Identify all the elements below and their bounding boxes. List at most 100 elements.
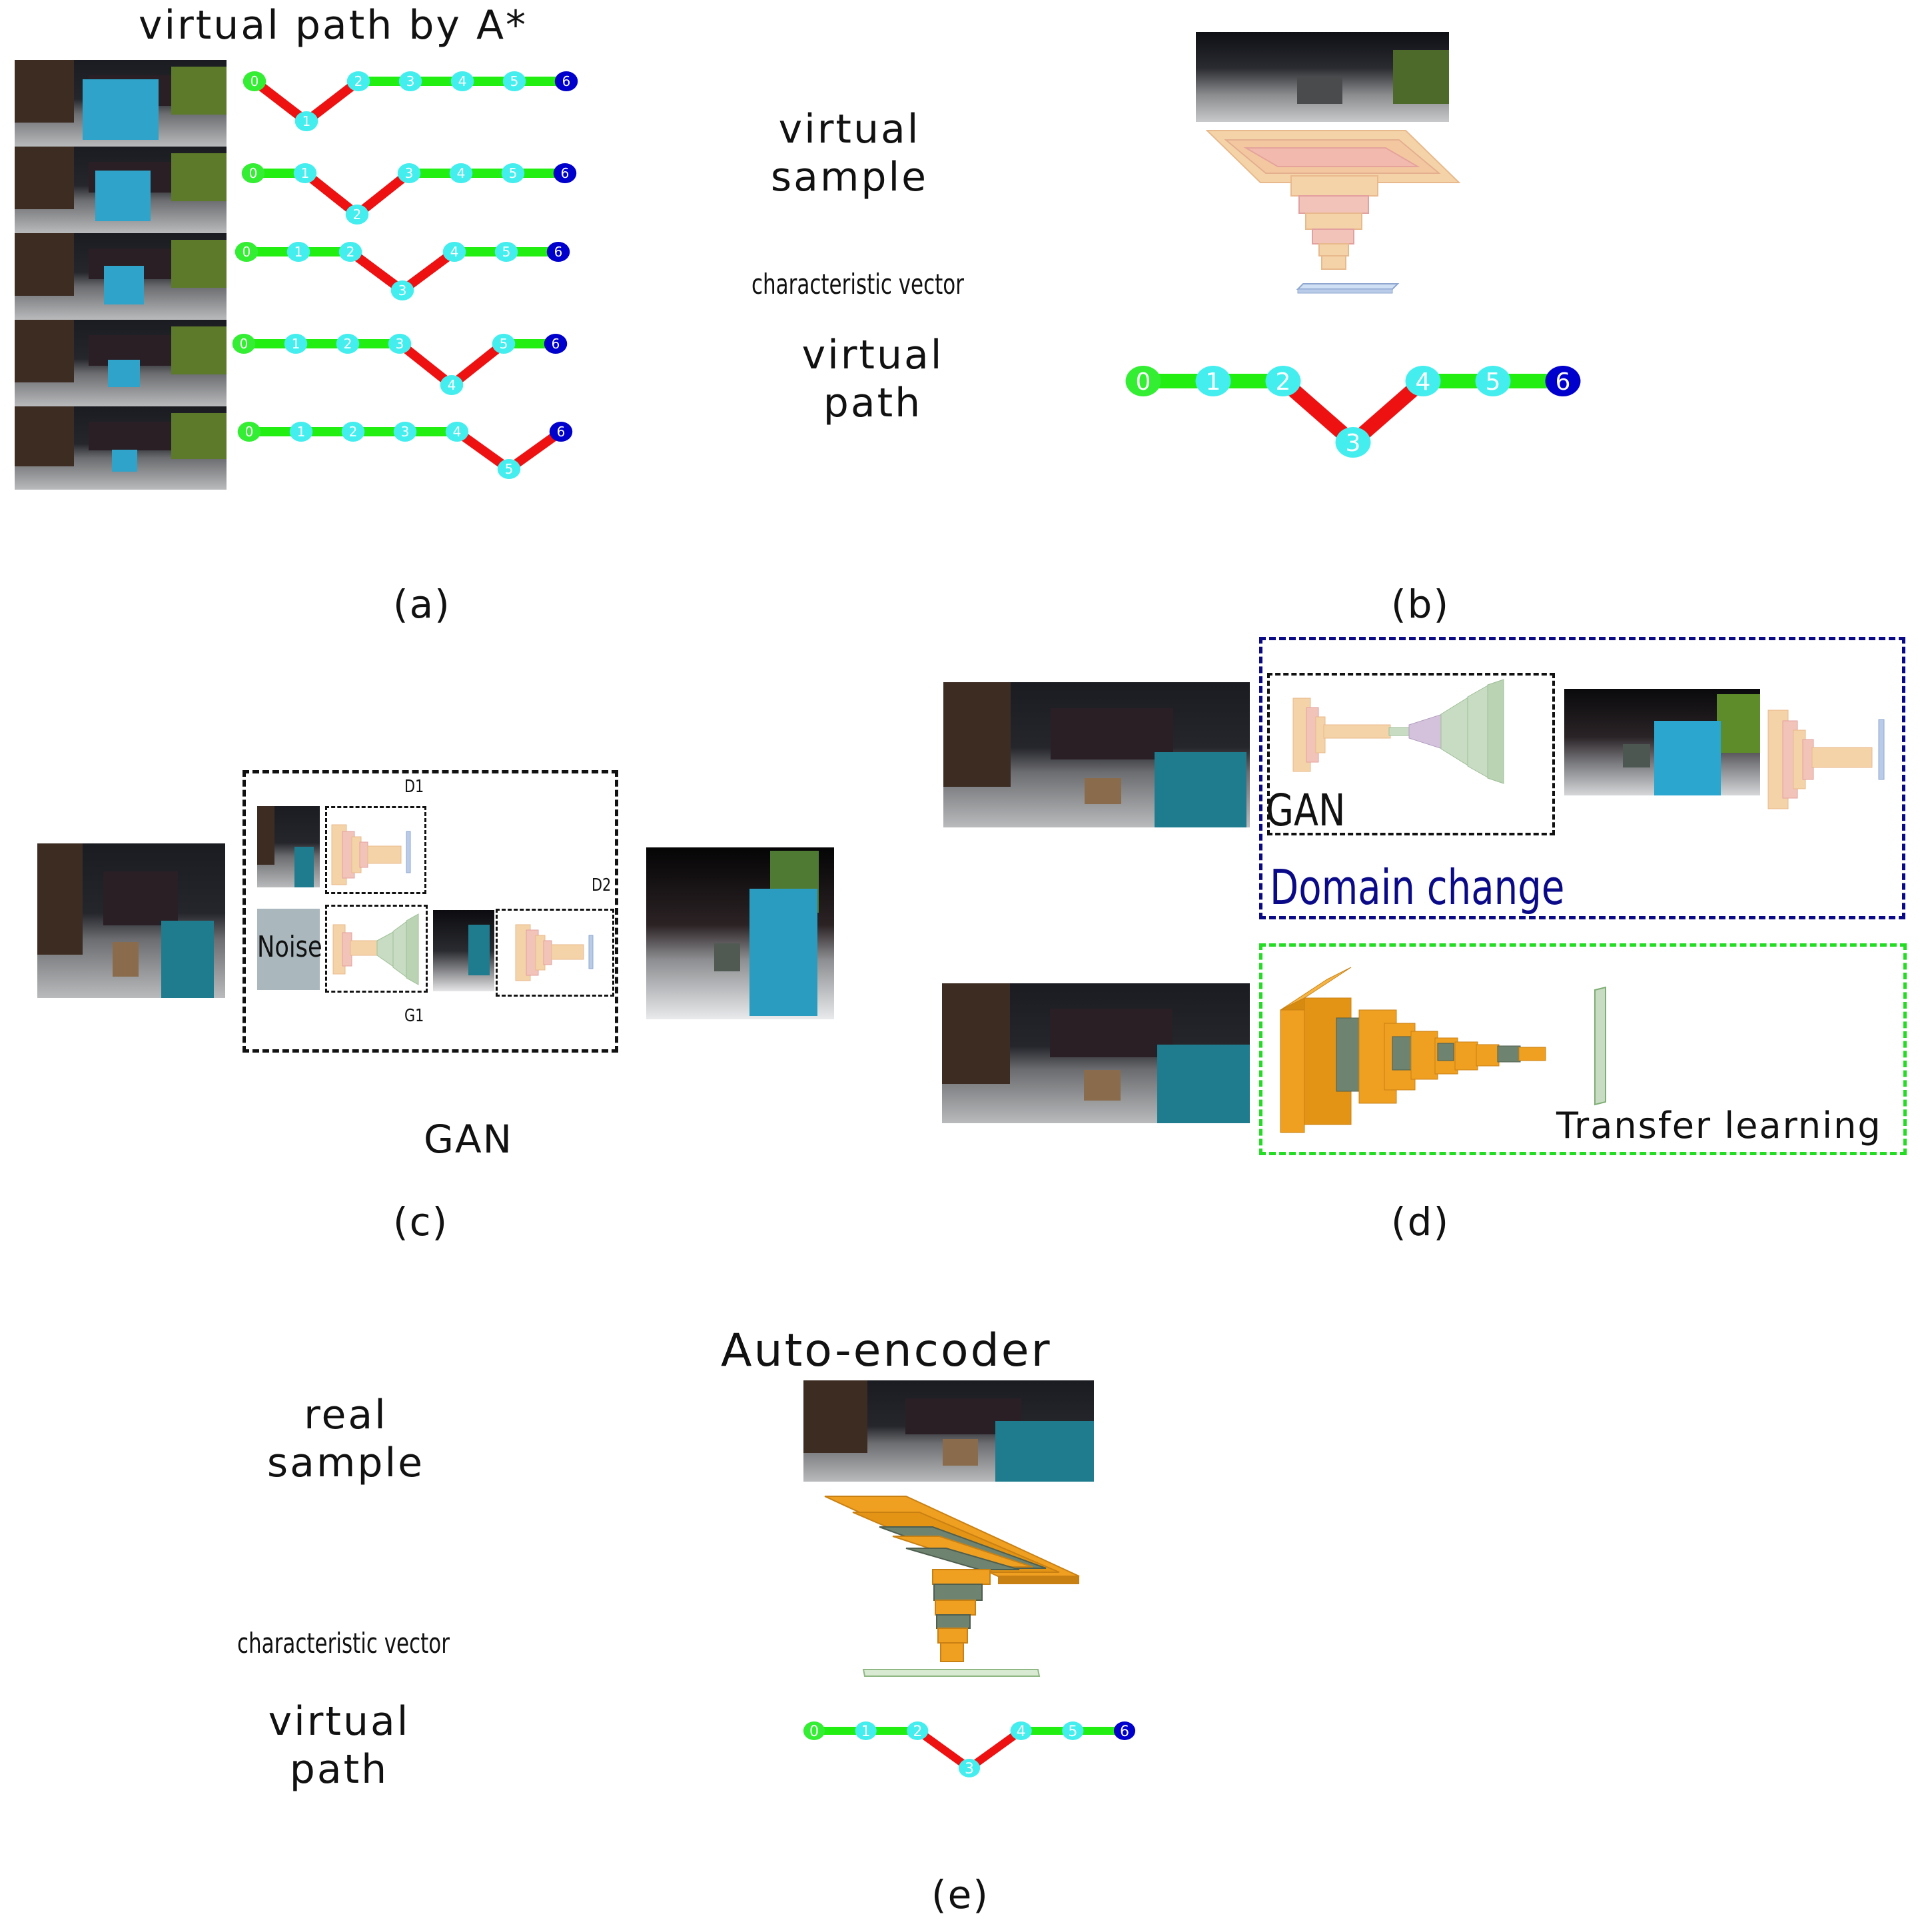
panel-a-path-1-node-label-0: 0 xyxy=(250,73,259,89)
panel-a-title: virtual path by A* xyxy=(138,2,528,49)
panel-a-path-2-node-label-5: 5 xyxy=(509,165,518,181)
panel-a-path-1-node-label-1: 1 xyxy=(302,113,311,129)
panel-a-path-5-node-4: 4 xyxy=(445,422,469,442)
panel-b-characteristic-vector-label: characteristic vector xyxy=(751,268,964,300)
panel-b-path-node-5: 5 xyxy=(1475,366,1511,396)
panel-b-path-node-0: 0 xyxy=(1125,366,1161,396)
panel-b-virtual-sample-image xyxy=(1196,32,1449,122)
panel-a-path-5-node-label-0: 0 xyxy=(245,424,254,440)
panel-e-path-node-0: 0 xyxy=(803,1721,825,1740)
panel-c-generated-image xyxy=(433,910,494,991)
panel-d-gan-box xyxy=(1267,673,1555,835)
panel-d-classifier-network-pale xyxy=(1767,710,1885,809)
panel-a-path-2-node-label-6: 6 xyxy=(561,165,570,181)
panel-a-path-5-node-label-1: 1 xyxy=(297,424,306,440)
panel-a-path-1-node-label-6: 6 xyxy=(562,73,571,89)
panel-c-noise-label: Noise xyxy=(257,930,322,964)
panel-c-g1-label: G1 xyxy=(404,1006,424,1026)
panel-a-path-5-node-1: 1 xyxy=(289,422,313,442)
sample-frame-1 xyxy=(15,60,227,147)
panel-e-caption: (e) xyxy=(931,1872,989,1917)
panel-a-path-4-edge-3 xyxy=(395,339,456,390)
panel-e-path-node-1: 1 xyxy=(855,1721,877,1740)
panel-a-path-5-node-label-2: 2 xyxy=(349,424,358,440)
panel-e-path-node-4: 4 xyxy=(1010,1721,1032,1740)
panel-e-characteristic-vector-label: characteristic vector xyxy=(237,1627,450,1660)
panel-a-path-2-node-4: 4 xyxy=(449,163,473,183)
panel-a-path-3-node-label-1: 1 xyxy=(294,244,303,260)
panel-a-path-2-node-label-2: 2 xyxy=(353,207,362,223)
panel-c-g1-box xyxy=(325,905,428,993)
panel-c-input-image xyxy=(37,843,225,998)
panel-c-output-image xyxy=(646,847,834,1019)
panel-a-path-4-node-label-4: 4 xyxy=(448,377,456,393)
panel-d-transfer-learning-box xyxy=(1259,943,1907,1155)
panel-a-path-3-node-label-5: 5 xyxy=(502,244,511,260)
panel-a-path-4-node-6: 6 xyxy=(544,334,568,354)
panel-a-path-1-node-6: 6 xyxy=(554,71,578,91)
panel-e-virtual-path-label: virtual path xyxy=(268,1698,410,1793)
sample-frame-5 xyxy=(15,406,227,490)
panel-a-path-4-node-1: 1 xyxy=(284,334,308,354)
panel-e-path-edge-2 xyxy=(913,1727,973,1772)
panel-e-path-node-label-5: 5 xyxy=(1068,1723,1077,1740)
panel-a-path-2-edge-2 xyxy=(352,169,414,219)
panel-d-input-image-bottom xyxy=(942,983,1250,1123)
panel-a-path-3-node-label-3: 3 xyxy=(398,282,407,298)
panel-b-path-node-1: 1 xyxy=(1195,366,1231,396)
panel-b-path-node-3: 3 xyxy=(1335,427,1371,458)
panel-a-path-4-node-3: 3 xyxy=(388,334,412,354)
panel-a-path-5-node-2: 2 xyxy=(341,422,365,442)
panel-a-path-2-node-5: 5 xyxy=(501,163,525,183)
panel-a-path-3-node-3: 3 xyxy=(390,280,414,300)
panel-a-path-2-node-label-0: 0 xyxy=(249,165,258,181)
panel-a-path-2-node-1: 1 xyxy=(293,163,317,183)
panel-e-real-sample-label: real sample xyxy=(266,1392,425,1486)
panel-b-path-node-label-5: 5 xyxy=(1486,368,1501,396)
panel-c-g1-network xyxy=(332,913,419,985)
panel-a-path-1-node-3: 3 xyxy=(398,71,422,91)
panel-e-path-node-label-1: 1 xyxy=(861,1723,871,1740)
panel-a-path-2-node-3: 3 xyxy=(397,163,421,183)
panel-e-path-node-label-0: 0 xyxy=(809,1723,819,1740)
panel-c-noise-box xyxy=(257,909,320,990)
sample-frame-4 xyxy=(15,320,227,406)
panel-a-path-3-node-4: 4 xyxy=(442,242,466,262)
panel-a-path-3-node-label-2: 2 xyxy=(346,244,355,260)
panel-d-domain-changed-image xyxy=(1564,689,1760,795)
panel-b-path-node-2: 2 xyxy=(1265,366,1301,396)
panel-d-gan-network xyxy=(1292,679,1504,784)
panel-b-path-node-4: 4 xyxy=(1405,366,1441,396)
panel-e-real-sample-image xyxy=(803,1380,1094,1482)
panel-c-d2-network xyxy=(515,924,594,981)
panel-a-path-5-node-0: 0 xyxy=(237,422,261,442)
panel-a-path-1-edge-1 xyxy=(302,77,363,126)
panel-a-path-5-node-3: 3 xyxy=(393,422,417,442)
panel-a-path-2-edge-1 xyxy=(300,169,362,219)
panel-b-virtual-path-label: virtual path xyxy=(801,332,944,426)
panel-d-domain-change-box xyxy=(1259,637,1905,919)
panel-a-path-4-node-4: 4 xyxy=(440,375,464,395)
panel-e-path-node-label-2: 2 xyxy=(913,1723,922,1740)
panel-a-path-5-node-5: 5 xyxy=(497,459,521,479)
panel-d-transfer-network xyxy=(1280,967,1606,1133)
panel-a-path-1-node-2: 2 xyxy=(346,71,370,91)
panel-a-path-5-node-label-5: 5 xyxy=(505,461,514,477)
panel-b-path-node-label-4: 4 xyxy=(1416,368,1431,396)
panel-c-d1-network xyxy=(331,824,411,885)
panel-a-path-4-edge-4 xyxy=(447,339,508,390)
panel-a-path-2-node-6: 6 xyxy=(553,163,577,183)
panel-a-path-3-node-label-4: 4 xyxy=(450,244,459,260)
panel-a-path-1-node-0: 0 xyxy=(242,71,266,91)
panel-a-path-4-node-label-1: 1 xyxy=(292,336,300,352)
panel-c-d2-label: D2 xyxy=(592,875,612,895)
panel-b-caption: (b) xyxy=(1391,582,1450,627)
panel-a-path-2-node-label-3: 3 xyxy=(405,165,414,181)
panel-a-path-4-node-2: 2 xyxy=(336,334,360,354)
panel-e-encoder-network xyxy=(824,1496,1080,1677)
panel-a-path-4-node-0: 0 xyxy=(232,334,256,354)
panel-a-path-1-node-4: 4 xyxy=(450,71,474,91)
